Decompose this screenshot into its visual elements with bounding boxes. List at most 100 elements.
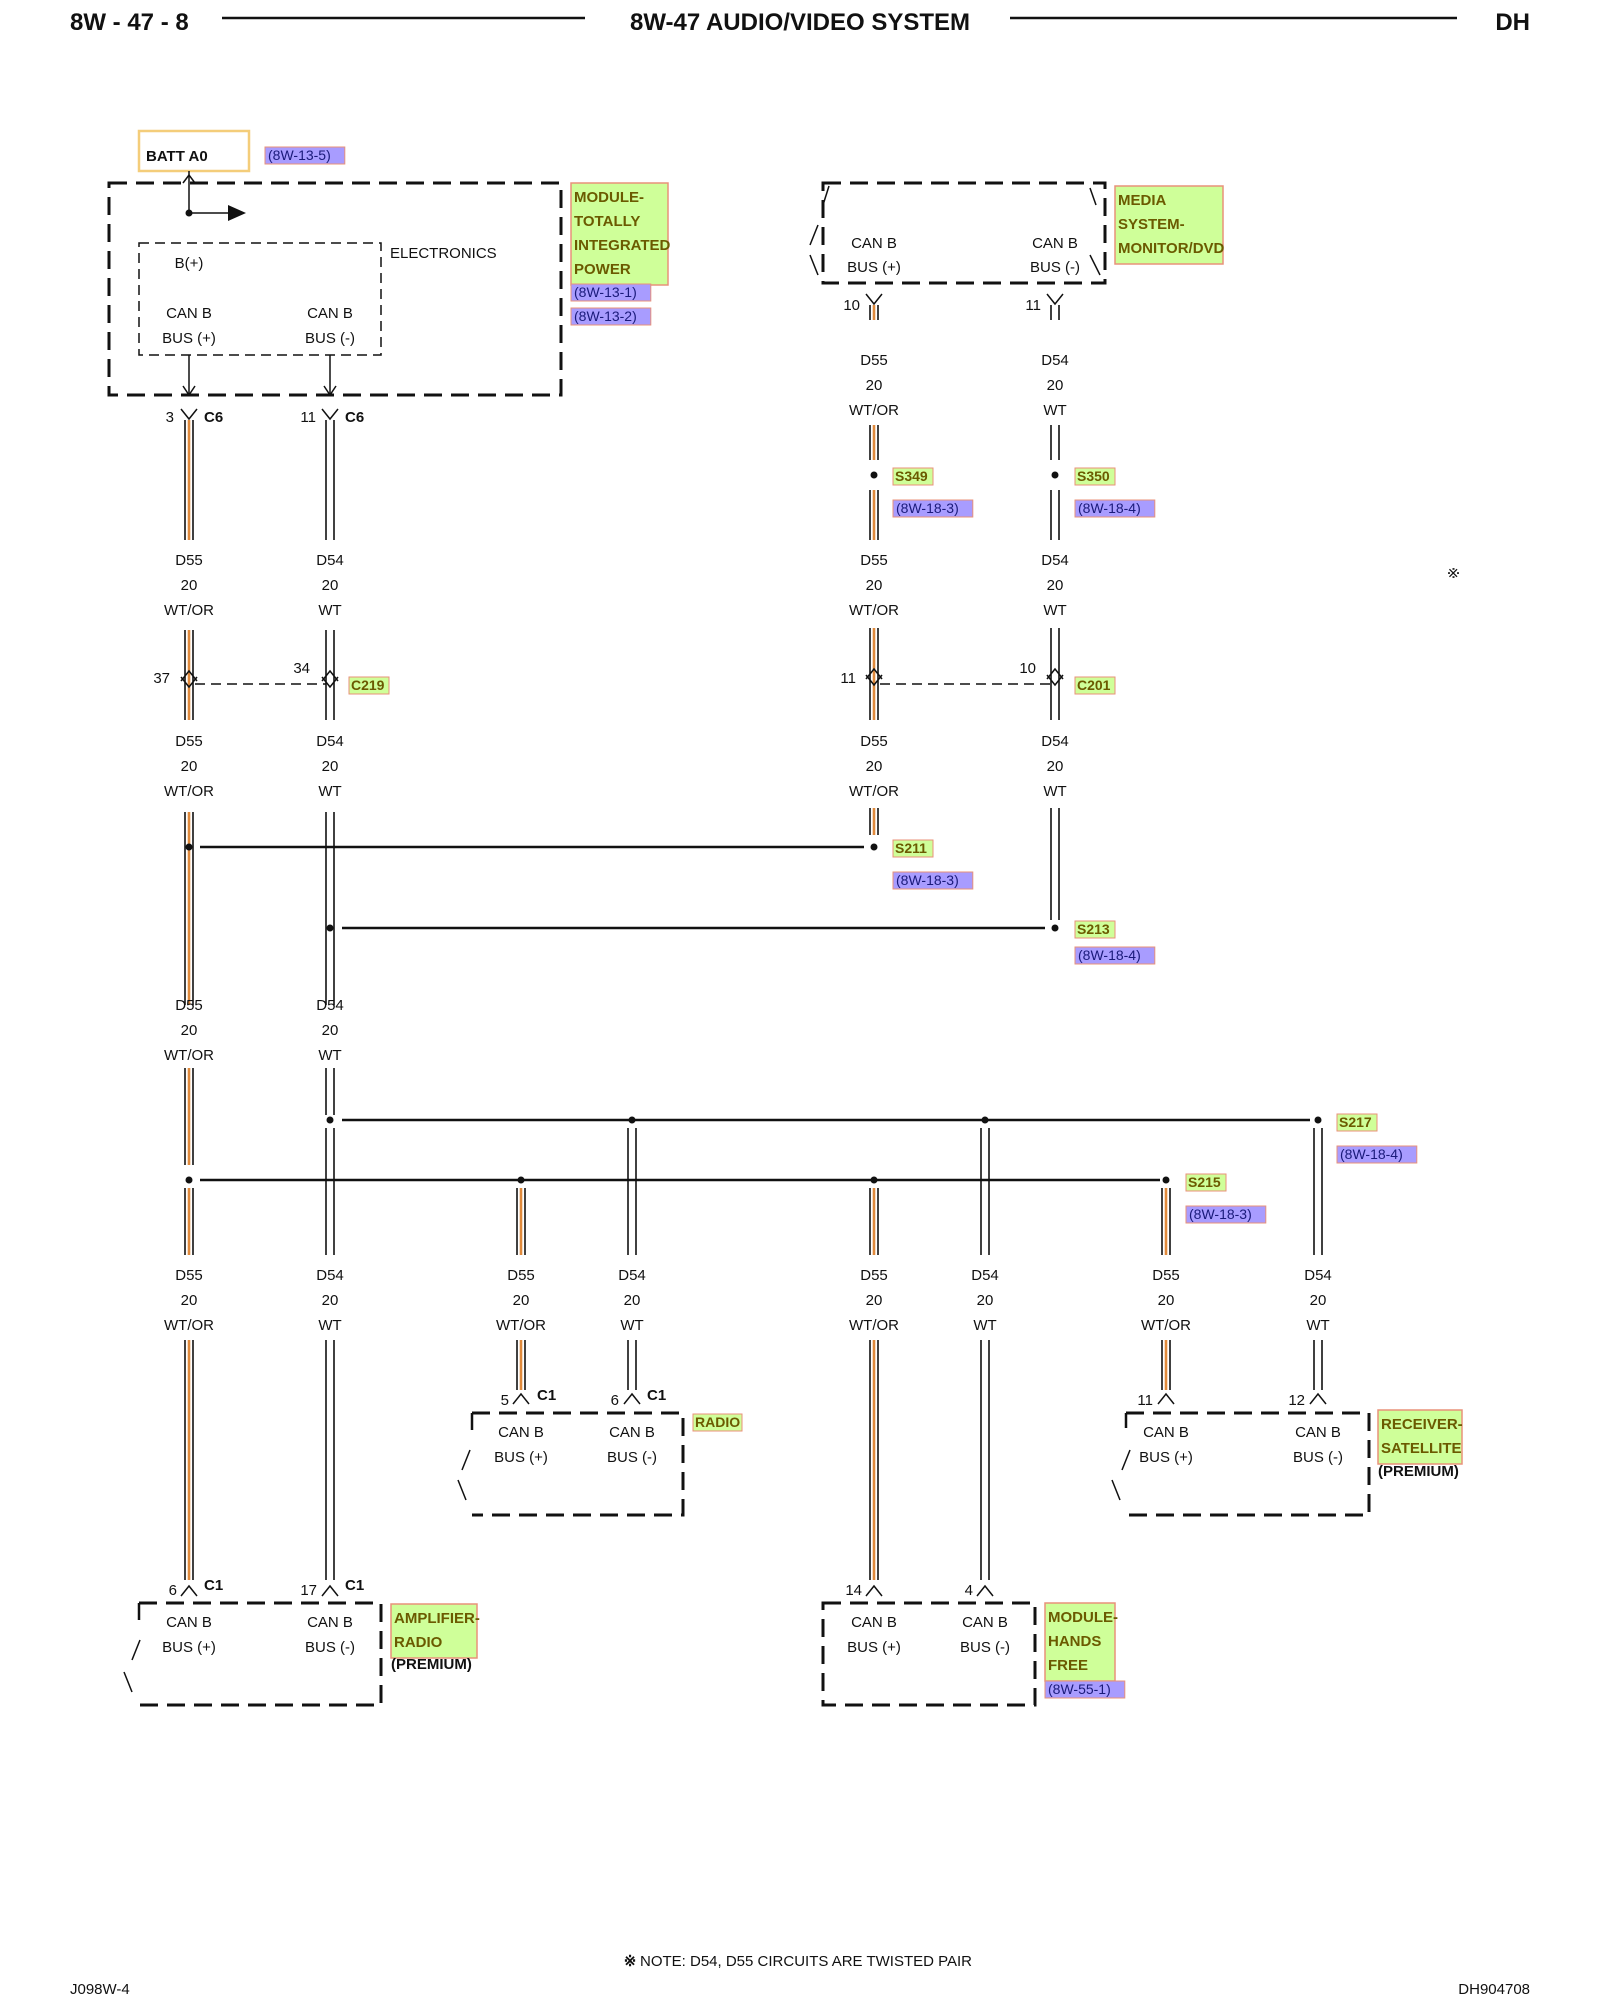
tipm-ref-2: (8W-13-2) — [574, 308, 637, 324]
hfm-name-box — [1044, 1602, 1116, 1682]
wire-d55-sat-end — [1161, 1340, 1171, 1390]
d54-label-sat-circuit: D54 — [1304, 1267, 1332, 1284]
s350-name-box — [1074, 467, 1116, 486]
wire-d55-c219-a — [184, 630, 194, 690]
s211-name-box — [892, 839, 934, 858]
media-name-line: MEDIA — [1118, 192, 1167, 209]
hfm-pin-b-num: 4 — [965, 1582, 973, 1599]
s213-name: S213 — [1077, 921, 1110, 937]
d55-label-1-gauge: 20 — [181, 577, 198, 594]
s215-name-box — [1185, 1173, 1227, 1192]
media-pin-a-line1: CAN B — [851, 235, 897, 252]
c219-name-box — [348, 676, 390, 695]
s217-ref-box — [1336, 1145, 1418, 1164]
amp-pin-a-line2: BUS (+) — [162, 1639, 216, 1656]
sat-pin-a-num: 11 — [1137, 1392, 1153, 1409]
tipm-ref-1: (8W-13-1) — [574, 284, 637, 300]
c201-name-box — [1074, 676, 1116, 695]
d55-label-m3-circuit: D55 — [860, 733, 888, 750]
amp-pin-b-num: 17 — [300, 1582, 317, 1599]
s217-ref: (8W-18-4) — [1340, 1146, 1403, 1162]
bplus-arrow-head — [228, 205, 246, 221]
sat-pin-a-line1: CAN B — [1143, 1424, 1189, 1441]
sat-break-2 — [1121, 1449, 1131, 1471]
d55-label-1-circuit: D55 — [175, 552, 203, 569]
s213-ref: (8W-18-4) — [1078, 947, 1141, 963]
tipm-name-line: INTEGRATED — [574, 237, 671, 254]
sat-outline — [1126, 1411, 1371, 1517]
sat-pin-b-num: 12 — [1288, 1392, 1305, 1409]
hfm-outline — [821, 1601, 1037, 1707]
sat-sub: (PREMIUM) — [1378, 1463, 1459, 1480]
d55-label-2-gauge: 20 — [181, 758, 198, 775]
wire-d54-hfm-drop — [980, 1128, 990, 1255]
hfm-pin-a-num: 14 — [845, 1582, 862, 1599]
hfm-pin-b — [976, 1584, 994, 1597]
splice-s213-dot — [1051, 924, 1059, 932]
d54-label-hfm-circuit: D54 — [971, 1267, 999, 1284]
tipm-pin-a-arrow — [182, 385, 196, 397]
batt-ref: (8W-13-5) — [268, 147, 331, 163]
tipm-electronics-label: ELECTRONICS — [390, 245, 497, 262]
d54-label-2-color: WT — [318, 783, 341, 800]
d55-label-m1-gauge: 20 — [866, 377, 883, 394]
splice-s211-left-dot — [185, 843, 193, 851]
c201-pin-a-num: 11 — [840, 670, 856, 687]
d54-label-3-color: WT — [318, 1047, 341, 1064]
tipm-outline — [107, 181, 563, 397]
s211-name: S211 — [895, 840, 927, 856]
wire-d55-s211-top — [869, 808, 879, 835]
s215-ref: (8W-18-3) — [1189, 1206, 1252, 1222]
d54-label-m2-gauge: 20 — [1047, 577, 1064, 594]
hfm-pin-a — [865, 1584, 883, 1597]
tipm-c6-pin-b-num: 11 — [300, 409, 316, 426]
page-number: 8W - 47 - 8 — [70, 9, 189, 36]
wire-d54-hfm-end — [980, 1340, 990, 1580]
sat-break-3 — [1111, 1479, 1121, 1501]
c219-pin-b-top — [321, 669, 339, 682]
c201-pin-b-top — [1046, 667, 1064, 680]
d54-label-radio-color: WT — [620, 1317, 643, 1334]
d54-label-1-circuit: D54 — [316, 552, 344, 569]
wire-d54-s213-top — [1050, 808, 1060, 920]
media-name-line: MONITOR/DVD — [1118, 240, 1225, 257]
radio-outline — [472, 1411, 685, 1517]
wire-d54-media-top — [1050, 305, 1060, 320]
sat-pin-b-line2: BUS (-) — [1293, 1449, 1343, 1466]
radio-break-2 — [461, 1449, 471, 1471]
d54-label-m3-circuit: D54 — [1041, 733, 1069, 750]
amp-pin-b-line1: CAN B — [307, 1614, 353, 1631]
wire-d55-trunk-mid — [184, 812, 194, 1005]
d55-label-m2-color: WT/OR — [849, 602, 899, 619]
c219-pin-b-num: 34 — [293, 660, 310, 677]
radio-pin-b-line2: BUS (-) — [607, 1449, 657, 1466]
wire-d55-radio-drop — [516, 1188, 526, 1255]
media-pin-a-line2: BUS (+) — [847, 259, 901, 276]
footer-note: NOTE: D54, D55 CIRCUITS ARE TWISTED PAIR — [640, 1953, 972, 1970]
amp-name-line: AMPLIFIER- — [394, 1610, 480, 1627]
c201-name: C201 — [1077, 677, 1111, 693]
hfm-ref: (8W-55-1) — [1048, 1681, 1111, 1697]
wire-d54-amp-end — [325, 1340, 335, 1580]
d54-label-2-gauge: 20 — [322, 758, 339, 775]
splice-s215-hfm-dot — [870, 1176, 878, 1184]
radio-c1-b: C1 — [647, 1387, 666, 1404]
wire-d55-trunk-low — [184, 1068, 194, 1165]
c201-pin-a-bot — [865, 674, 883, 687]
media-pin-a-num: 10 — [843, 297, 860, 314]
c219-pin-b-bot — [321, 676, 339, 689]
d54-label-2-circuit: D54 — [316, 733, 344, 750]
wire-d55-hfm-drop — [869, 1188, 879, 1255]
wire-d54-sat-end — [1313, 1340, 1323, 1390]
wire-d54-sat-drop — [1313, 1128, 1323, 1255]
s349-name: S349 — [895, 468, 928, 484]
splice-s350-dot — [1051, 471, 1059, 479]
tipm-c6-name-a: C6 — [204, 409, 223, 426]
s350-ref: (8W-18-4) — [1078, 500, 1141, 516]
splice-s217-hfm-dot — [981, 1116, 989, 1124]
radio-pin-b-num: 6 — [611, 1392, 619, 1409]
sat-name-line: RECEIVER- — [1381, 1416, 1463, 1433]
c201-pin-b-bot — [1046, 674, 1064, 687]
wire-d54-c201-b — [1050, 690, 1060, 720]
d55-label-3-color: WT/OR — [164, 1047, 214, 1064]
